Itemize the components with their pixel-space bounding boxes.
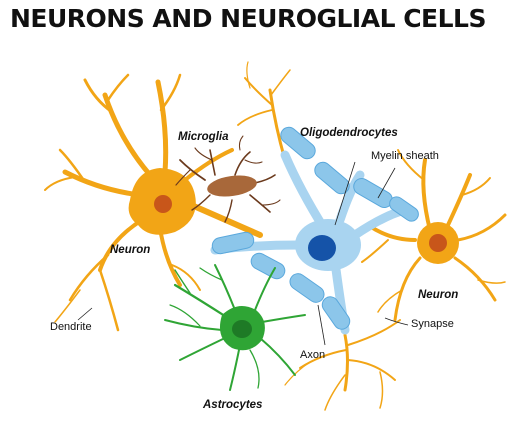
label-dendrite: Dendrite — [50, 321, 92, 333]
neuron-left-nucleus — [154, 195, 172, 213]
microglia-body — [207, 175, 257, 197]
bottom-axon-terminal — [284, 319, 401, 411]
top-axon-terminal — [237, 61, 291, 162]
label-astrocytes: Astrocytes — [203, 399, 263, 411]
neuron-right-dendrites — [361, 149, 507, 322]
label-pointers — [77, 161, 409, 346]
label-axon: Axon — [300, 349, 326, 361]
label-myelin-sheath: Myelin sheath — [371, 150, 439, 162]
oligodendrocyte-nucleus — [308, 235, 336, 261]
label-neuron-right: Neuron — [418, 289, 459, 301]
label-synapse: Synapse — [411, 318, 454, 330]
myelin-sheath-segments — [211, 126, 419, 330]
label-oligodendrocytes: Oligodendrocytes — [300, 127, 398, 139]
astrocyte-nucleus — [232, 320, 252, 338]
label-neuron-left: Neuron — [110, 244, 151, 256]
page-title: NEURONS AND NEUROGLIAL CELLS — [10, 4, 487, 33]
label-microglia: Microglia — [178, 131, 229, 143]
neuron-right-nucleus — [429, 234, 447, 252]
microglia-processes — [175, 135, 281, 223]
